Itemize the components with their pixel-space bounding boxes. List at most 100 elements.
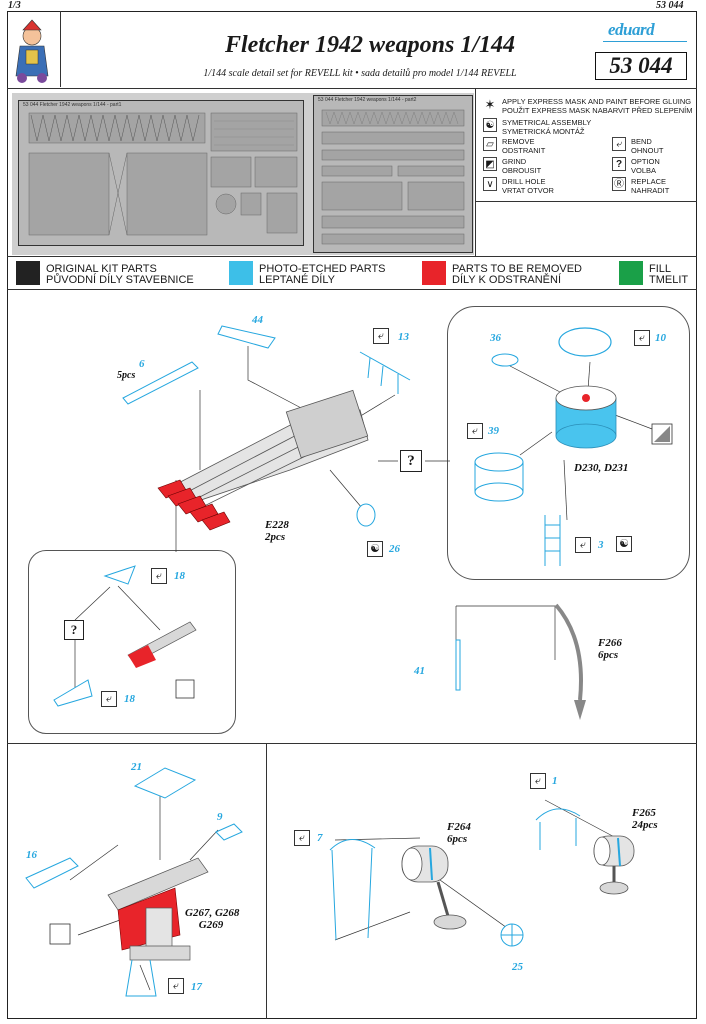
fret-1-caption: 53 044 Fletcher 1942 weapons 1/144 - par… <box>23 102 122 108</box>
fret-separator <box>7 256 697 257</box>
page-frame <box>7 11 697 1019</box>
bend-icon: ⤶ <box>294 830 310 846</box>
key-separator <box>7 289 697 290</box>
legend-text: VRTAT OTVOR <box>502 186 554 195</box>
legend-text: REMOVE <box>502 137 535 146</box>
callout-39: 39 <box>488 425 499 437</box>
callout-26: 26 <box>389 543 400 555</box>
callout-18a: 18 <box>174 570 185 582</box>
color-key-swatch-remove <box>422 261 446 285</box>
color-key-swatch-kit <box>16 261 40 285</box>
label-f266: F266 6pcs <box>598 637 622 661</box>
label-6-qty: 5pcs <box>117 370 136 381</box>
symmetrical-icon: ☯ <box>367 541 383 557</box>
label-f265: F265 24pcs <box>632 807 658 831</box>
label-g267: G267, G268 G269 <box>185 907 240 931</box>
bend-icon: ⤶ <box>530 773 546 789</box>
legend-bottom <box>475 201 697 202</box>
legend-text: APPLY EXPRESS MASK AND PAINT BEFORE GLUI… <box>502 97 692 106</box>
callout-36: 36 <box>490 332 501 344</box>
legend-text: DRILL HOLE <box>502 177 546 186</box>
legend-divider <box>475 88 476 256</box>
bend-icon: ⤶ <box>634 330 650 346</box>
brand-underline <box>603 41 687 42</box>
page-number: 1/3 <box>8 0 21 11</box>
callout-44: 44 <box>252 314 263 326</box>
label-d230: D230, D231 <box>574 462 629 474</box>
legend-text: GRIND <box>502 157 527 166</box>
bend-icon: ⤶ <box>612 137 626 151</box>
legend-text: OPTION <box>631 157 660 166</box>
drill-hole-icon: ∨ <box>483 177 497 191</box>
grind-icon: ◩ <box>483 157 497 171</box>
legend-text: ODSTRANIT <box>502 146 546 155</box>
callout-7: 7 <box>317 832 323 844</box>
option-question-box: ? <box>400 450 422 472</box>
bend-icon: ⤶ <box>373 328 389 344</box>
color-key-swatch-fill <box>619 261 643 285</box>
legend-text: VOLBA <box>631 166 657 175</box>
legend-text: NAHRADIT <box>631 186 670 195</box>
legend-text: SYMETRICKÁ MONTÁŽ <box>502 127 585 136</box>
fret-1: 53 044 Fletcher 1942 weapons 1/144 - par… <box>18 100 304 246</box>
remove-icon: ▱ <box>483 137 497 151</box>
bend-icon: ⤶ <box>467 423 483 439</box>
fret-2: 53 044 Fletcher 1942 weapons 1/144 - par… <box>313 95 473 253</box>
option-icon: ? <box>612 157 626 171</box>
bottom-divider <box>266 743 267 1019</box>
eduard-mascot-icon <box>15 19 49 83</box>
color-key-swatch-pe <box>229 261 253 285</box>
express-mask-icon: ✶ <box>483 96 497 112</box>
callout-10: 10 <box>655 332 666 344</box>
legend-text: OBROUSIT <box>502 166 542 175</box>
bend-icon: ⤶ <box>101 691 117 707</box>
bend-icon: ⤶ <box>168 978 184 994</box>
callout-18b: 18 <box>124 693 135 705</box>
legend-item-express-mask: ✶ APPLY EXPRESS MASK AND PAINT BEFORE GL… <box>483 97 693 115</box>
option-panel-right <box>447 306 690 580</box>
brand-logo: eduard <box>608 20 655 39</box>
label-e228: E228 2pcs <box>265 519 289 543</box>
callout-16: 16 <box>26 849 37 861</box>
legend-text: POUŽIT EXPRESS MASK NABARVIT PŘED SLEPEN… <box>502 106 693 115</box>
callout-3: 3 <box>598 539 604 551</box>
catalog-number-top: 53 044 <box>656 0 684 11</box>
symmetrical-icon: ☯ <box>616 536 632 552</box>
callout-17: 17 <box>191 981 202 993</box>
callout-13: 13 <box>398 331 409 343</box>
callout-9: 9 <box>217 811 223 823</box>
legend-text: BEND <box>631 137 652 146</box>
header-separator <box>7 88 697 89</box>
fret-2-artwork <box>321 109 465 245</box>
fret-1-artwork <box>28 112 298 236</box>
replace-icon: Ⓡ <box>612 177 626 191</box>
callout-25: 25 <box>512 961 523 973</box>
header-divider <box>60 11 61 87</box>
callout-6: 6 <box>139 358 145 370</box>
detail-panel-left <box>28 550 236 734</box>
callout-41: 41 <box>414 665 425 677</box>
legend-text: OHNOUT <box>631 146 664 155</box>
legend-text: SYMETRICAL ASSEMBLY <box>502 118 592 127</box>
label-f264: F264 6pcs <box>447 821 471 845</box>
legend-text: REPLACE <box>631 177 667 186</box>
bend-icon: ⤶ <box>151 568 167 584</box>
page-title: Fletcher 1942 weapons 1/144 <box>224 32 515 58</box>
page-subtitle: 1/144 scale detail set for REVELL kit • … <box>203 68 517 79</box>
callout-21: 21 <box>131 761 142 773</box>
section-separator <box>7 743 697 744</box>
fret-2-caption: 53 044 Fletcher 1942 weapons 1/144 - par… <box>318 97 417 103</box>
